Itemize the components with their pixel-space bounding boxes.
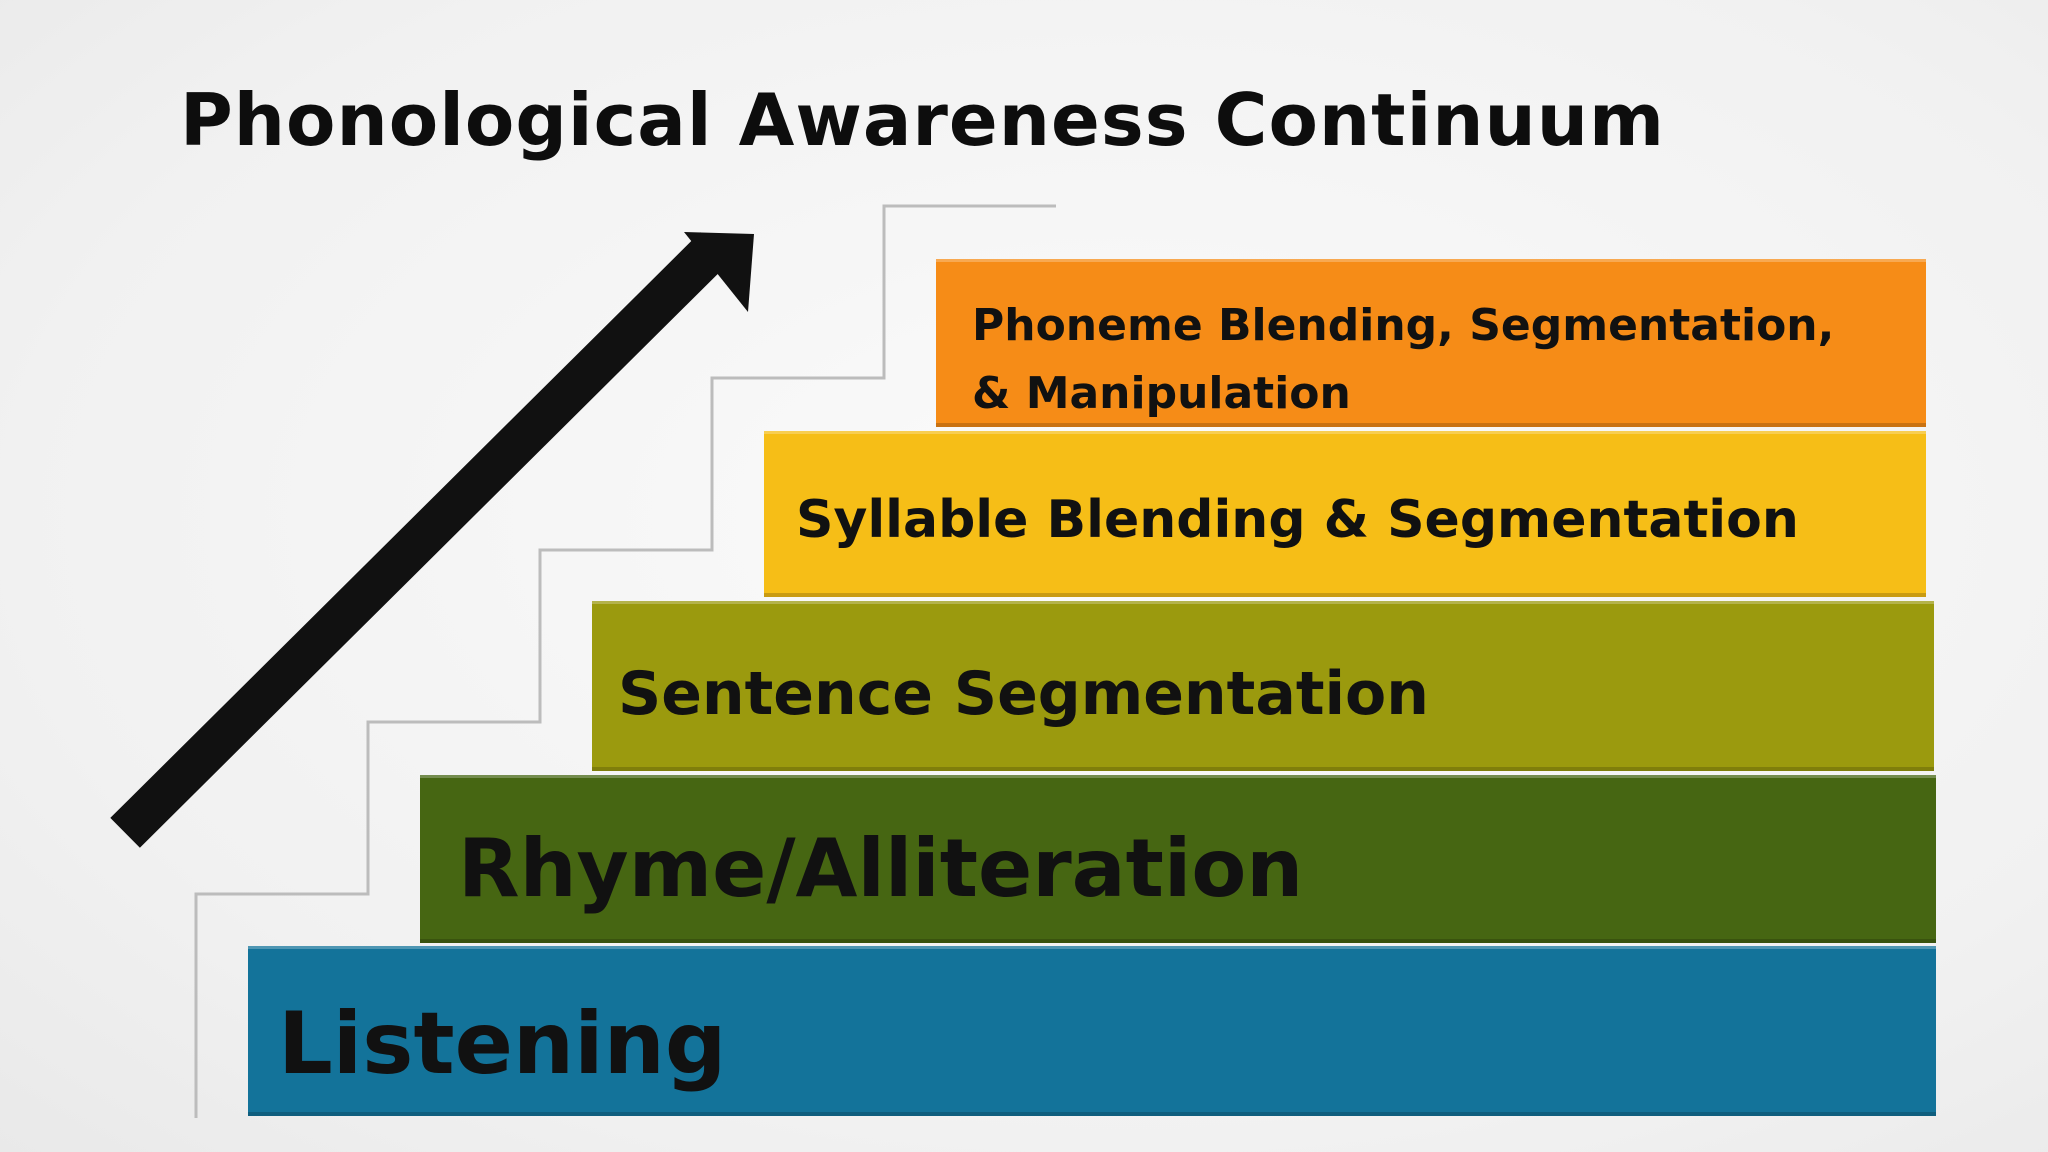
step-listening-label: Listening (278, 994, 727, 1094)
page-title: Phonological Awareness Continuum (180, 78, 1666, 162)
up-right-arrow-icon (110, 232, 754, 848)
staircase-line (194, 204, 1056, 1118)
step-syllable-blending: Syllable Blending & Segmentation (764, 431, 1926, 597)
step-sentence-segmentation: Sentence Segmentation (592, 601, 1934, 771)
step-rhyme-alliteration: Rhyme/Alliteration (420, 775, 1936, 943)
step-sentence-segmentation-label: Sentence Segmentation (618, 659, 1429, 729)
step-phoneme-blending: Phoneme Blending, Segmentation, & Manipu… (936, 259, 1926, 427)
step-rhyme-alliteration-label: Rhyme/Alliteration (458, 822, 1304, 915)
step-phoneme-blending-label: Phoneme Blending, Segmentation, & Manipu… (972, 300, 1835, 419)
step-listening: Listening (248, 946, 1936, 1116)
step-syllable-blending-label: Syllable Blending & Segmentation (796, 490, 1799, 550)
